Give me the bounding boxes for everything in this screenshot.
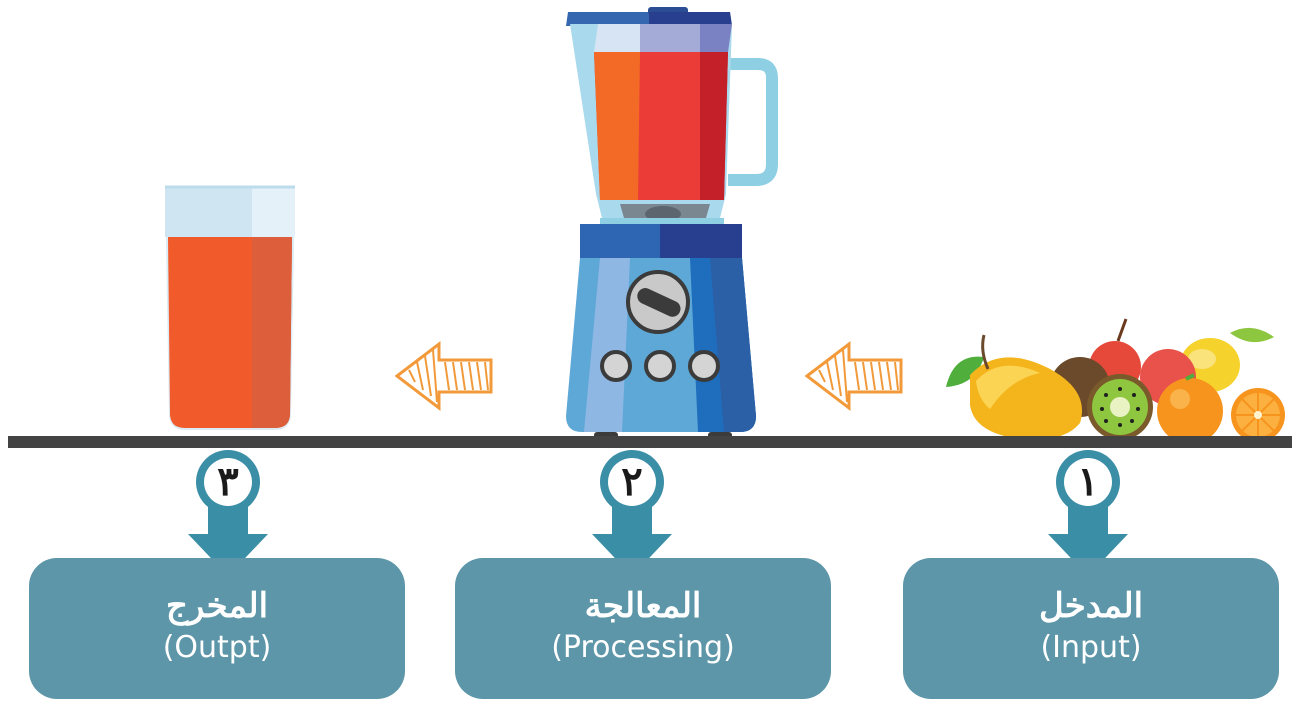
- step-number: ١: [1077, 458, 1099, 505]
- output-box: المخرج (Outpt): [29, 558, 405, 699]
- step-badge-3: ٣: [180, 448, 276, 578]
- shelf-line: [8, 436, 1292, 448]
- fruits-icon: [946, 318, 1285, 444]
- output-title: المخرج: [165, 586, 269, 626]
- output-subtitle: (Outpt): [162, 630, 272, 665]
- processing-box: المعالجة (Processing): [455, 558, 831, 699]
- juice-glass-icon: [165, 185, 295, 430]
- left-arrow-icon: [805, 340, 903, 412]
- step-number: ٢: [621, 458, 643, 505]
- blender-icon: [566, 7, 778, 440]
- processing-title: المعالجة: [584, 586, 702, 626]
- input-subtitle: (Input): [1040, 630, 1142, 665]
- left-arrow-icon: [395, 340, 493, 412]
- input-title: المدخل: [1038, 586, 1144, 626]
- step-badge-1: ١: [1040, 448, 1136, 578]
- step-number: ٣: [217, 458, 239, 505]
- processing-subtitle: (Processing): [551, 630, 735, 665]
- input-box: المدخل (Input): [903, 558, 1279, 699]
- step-badge-2: ٢: [584, 448, 680, 578]
